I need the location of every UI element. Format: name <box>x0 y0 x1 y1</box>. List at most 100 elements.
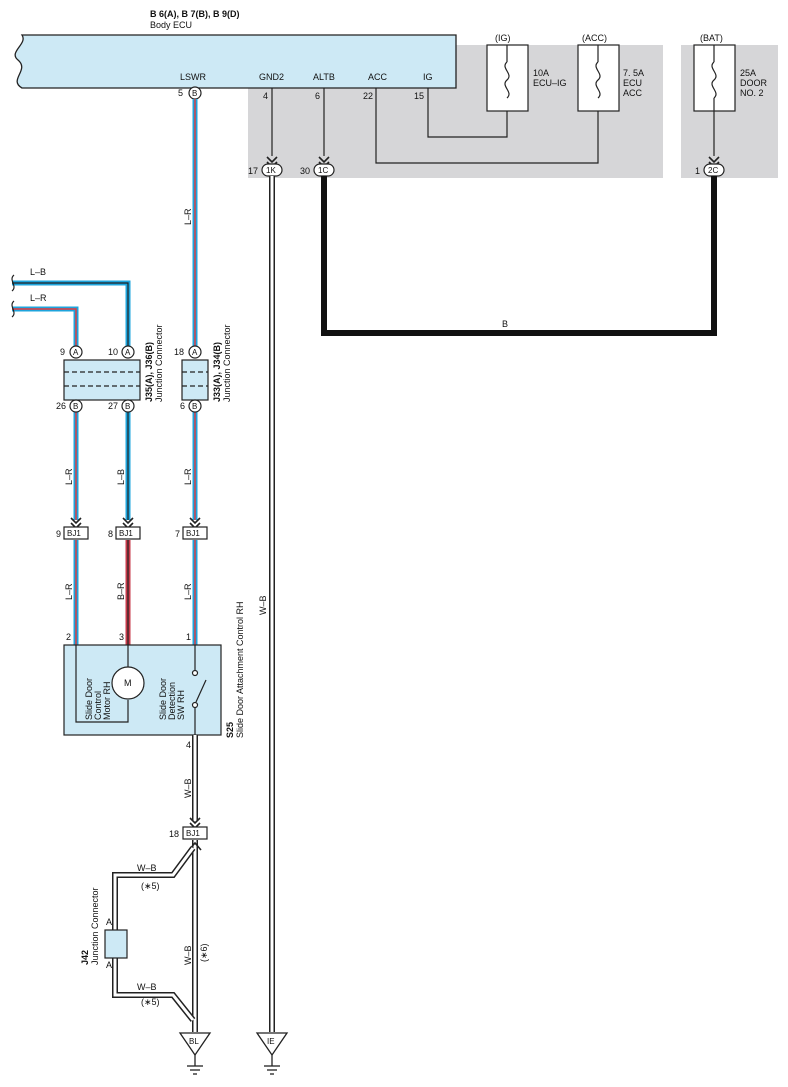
bj1-pin-9: 9 <box>56 529 61 539</box>
ground-bl-label: BL <box>189 1037 199 1046</box>
fuse-bat-supply: (BAT) <box>700 33 723 43</box>
junction-j33-j34 <box>181 359 209 401</box>
bj1-code-9: BJ1 <box>67 529 81 538</box>
wire-lr-label-s25-1: L–R <box>183 583 193 600</box>
fuse-acc-name1: ECU <box>623 78 642 88</box>
ground-ie-label: IE <box>267 1037 275 1046</box>
note-5-top: (∗5) <box>141 881 160 891</box>
j36-pin-26: 26 <box>56 401 66 411</box>
switch-symbol <box>191 645 207 735</box>
j33-conn-a: A <box>192 348 198 357</box>
acc-line <box>375 88 599 164</box>
fuse-acc-box <box>577 44 620 112</box>
fuse-bat-name2: NO. 2 <box>740 88 764 98</box>
connector-2c-pin: 1 <box>695 166 700 176</box>
ecu-pin-num-4: 4 <box>263 91 268 101</box>
wire-break-mark-lb <box>11 274 15 292</box>
ground-ie-symbol <box>264 1055 280 1075</box>
j33-j34-desc: Junction Connector <box>222 324 232 402</box>
ecu-pin-label-acc: ACC <box>368 72 388 82</box>
ecu-pin-num-15: 15 <box>414 91 424 101</box>
fuse-ig-rating: 10A <box>533 68 549 78</box>
wire-lr-label: L–R <box>30 293 47 303</box>
wire-lr-lswr-label: L–R <box>183 208 193 225</box>
wire-wb-j42-loop <box>112 846 196 1022</box>
j35-j36-desc: Junction Connector <box>154 324 164 402</box>
wire-lb-label: L–B <box>30 267 46 277</box>
motor-circuit <box>75 645 129 723</box>
bj1-code-7: BJ1 <box>186 529 200 538</box>
j42-pin-a-top: A <box>106 917 112 927</box>
j33-j34-name: J33(A), J34(B) <box>212 342 222 402</box>
bj1-pin-7: 7 <box>175 529 180 539</box>
connector-1k-code: 1K <box>266 166 276 175</box>
wire-b-black <box>321 176 717 336</box>
fuse-bat-name1: DOOR <box>740 78 768 88</box>
wire-lb-label-j36: L–B <box>116 469 126 485</box>
fuse-bat-rating: 25A <box>740 68 756 78</box>
junction-j33-j34-dashes <box>182 371 208 387</box>
ecu-pin-num-5: 5 <box>178 88 183 98</box>
note-6: (∗6) <box>199 943 209 962</box>
fuse-ig-supply: (IG) <box>495 33 511 43</box>
ecu-pin-label-ig: IG <box>423 72 433 82</box>
motor-symbol <box>111 666 145 700</box>
ig-line <box>427 88 508 138</box>
ecu-pin-label-altb: ALTB <box>313 72 335 82</box>
ecu-pin-label-lswr: LSWR <box>180 72 207 82</box>
motor-label-3: Motor RH <box>102 681 112 720</box>
s25-pin-4: 4 <box>186 740 191 750</box>
ground-ie-triangle <box>255 1032 289 1057</box>
ecu-pin-num-6: 6 <box>315 91 320 101</box>
s25-pin-2: 2 <box>66 632 71 642</box>
bj1-code-8: BJ1 <box>119 529 133 538</box>
j35-j36-name: J35(A), J36(B) <box>144 342 154 402</box>
wire-break-mark-lr <box>11 300 15 318</box>
ground-bl-triangle <box>178 1032 212 1057</box>
fuse-acc-rating: 7. 5A <box>623 68 644 78</box>
ecu-title-code: B 6(A), B 7(B), B 9(D) <box>150 9 240 19</box>
switch-label-1: Slide Door <box>158 678 168 720</box>
wire-wb-j42-top-label: W–B <box>137 863 157 873</box>
bj1-pin-8: 8 <box>108 529 113 539</box>
j34-conn-b: B <box>192 402 197 411</box>
lswr-connector-letter: B <box>192 89 197 98</box>
bj1-connector-18 <box>182 826 208 840</box>
ecu-title-name: Body ECU <box>150 20 192 30</box>
j35-conn-a-2: A <box>125 348 131 357</box>
wire-wb-ie-label: W–B <box>258 595 268 615</box>
s25-pin-1: 1 <box>186 632 191 642</box>
wire-b-label: B <box>502 319 508 329</box>
wire-wb-s25-label: W–B <box>183 778 193 798</box>
note-5-bottom: (∗5) <box>141 997 160 1007</box>
wire-lr-label-j35: L–R <box>64 468 74 485</box>
bj1-connector-7 <box>182 526 208 540</box>
fuse-acc-symbol <box>595 45 601 99</box>
j35-pin-9: 9 <box>60 347 65 357</box>
j42-name: J42 <box>80 950 90 965</box>
body-ecu-block <box>14 34 457 89</box>
bj1-code-18: BJ1 <box>186 829 200 838</box>
bj1-pin-18: 18 <box>169 829 179 839</box>
wire-br-label: B–R <box>116 582 126 600</box>
bj1-connector-9 <box>63 526 89 540</box>
j36-conn-b-2: B <box>125 402 130 411</box>
motor-symbol-letter: M <box>124 678 132 688</box>
connector-2c-code: 2C <box>708 166 718 175</box>
ground-bl-symbol <box>187 1055 203 1075</box>
j36-pin-27: 27 <box>108 401 118 411</box>
ecu-pin-label-gnd2: GND2 <box>259 72 284 82</box>
junction-j42 <box>104 929 128 959</box>
connector-1c-code: 1C <box>318 166 328 175</box>
connector-1k-pin: 17 <box>248 166 258 176</box>
motor-label-2: Control <box>93 691 103 720</box>
connector-1c-pin: 30 <box>300 166 310 176</box>
j33-pin-18: 18 <box>174 347 184 357</box>
switch-label-2: Detection <box>167 682 177 720</box>
bj1-connector-8 <box>115 526 141 540</box>
fuse-bat-symbol <box>711 45 717 99</box>
wire-wb-j42-bottom-label: W–B <box>137 982 157 992</box>
wire-wb-bl-label: W–B <box>183 945 193 965</box>
j42-pin-a-bottom: A <box>106 960 112 970</box>
